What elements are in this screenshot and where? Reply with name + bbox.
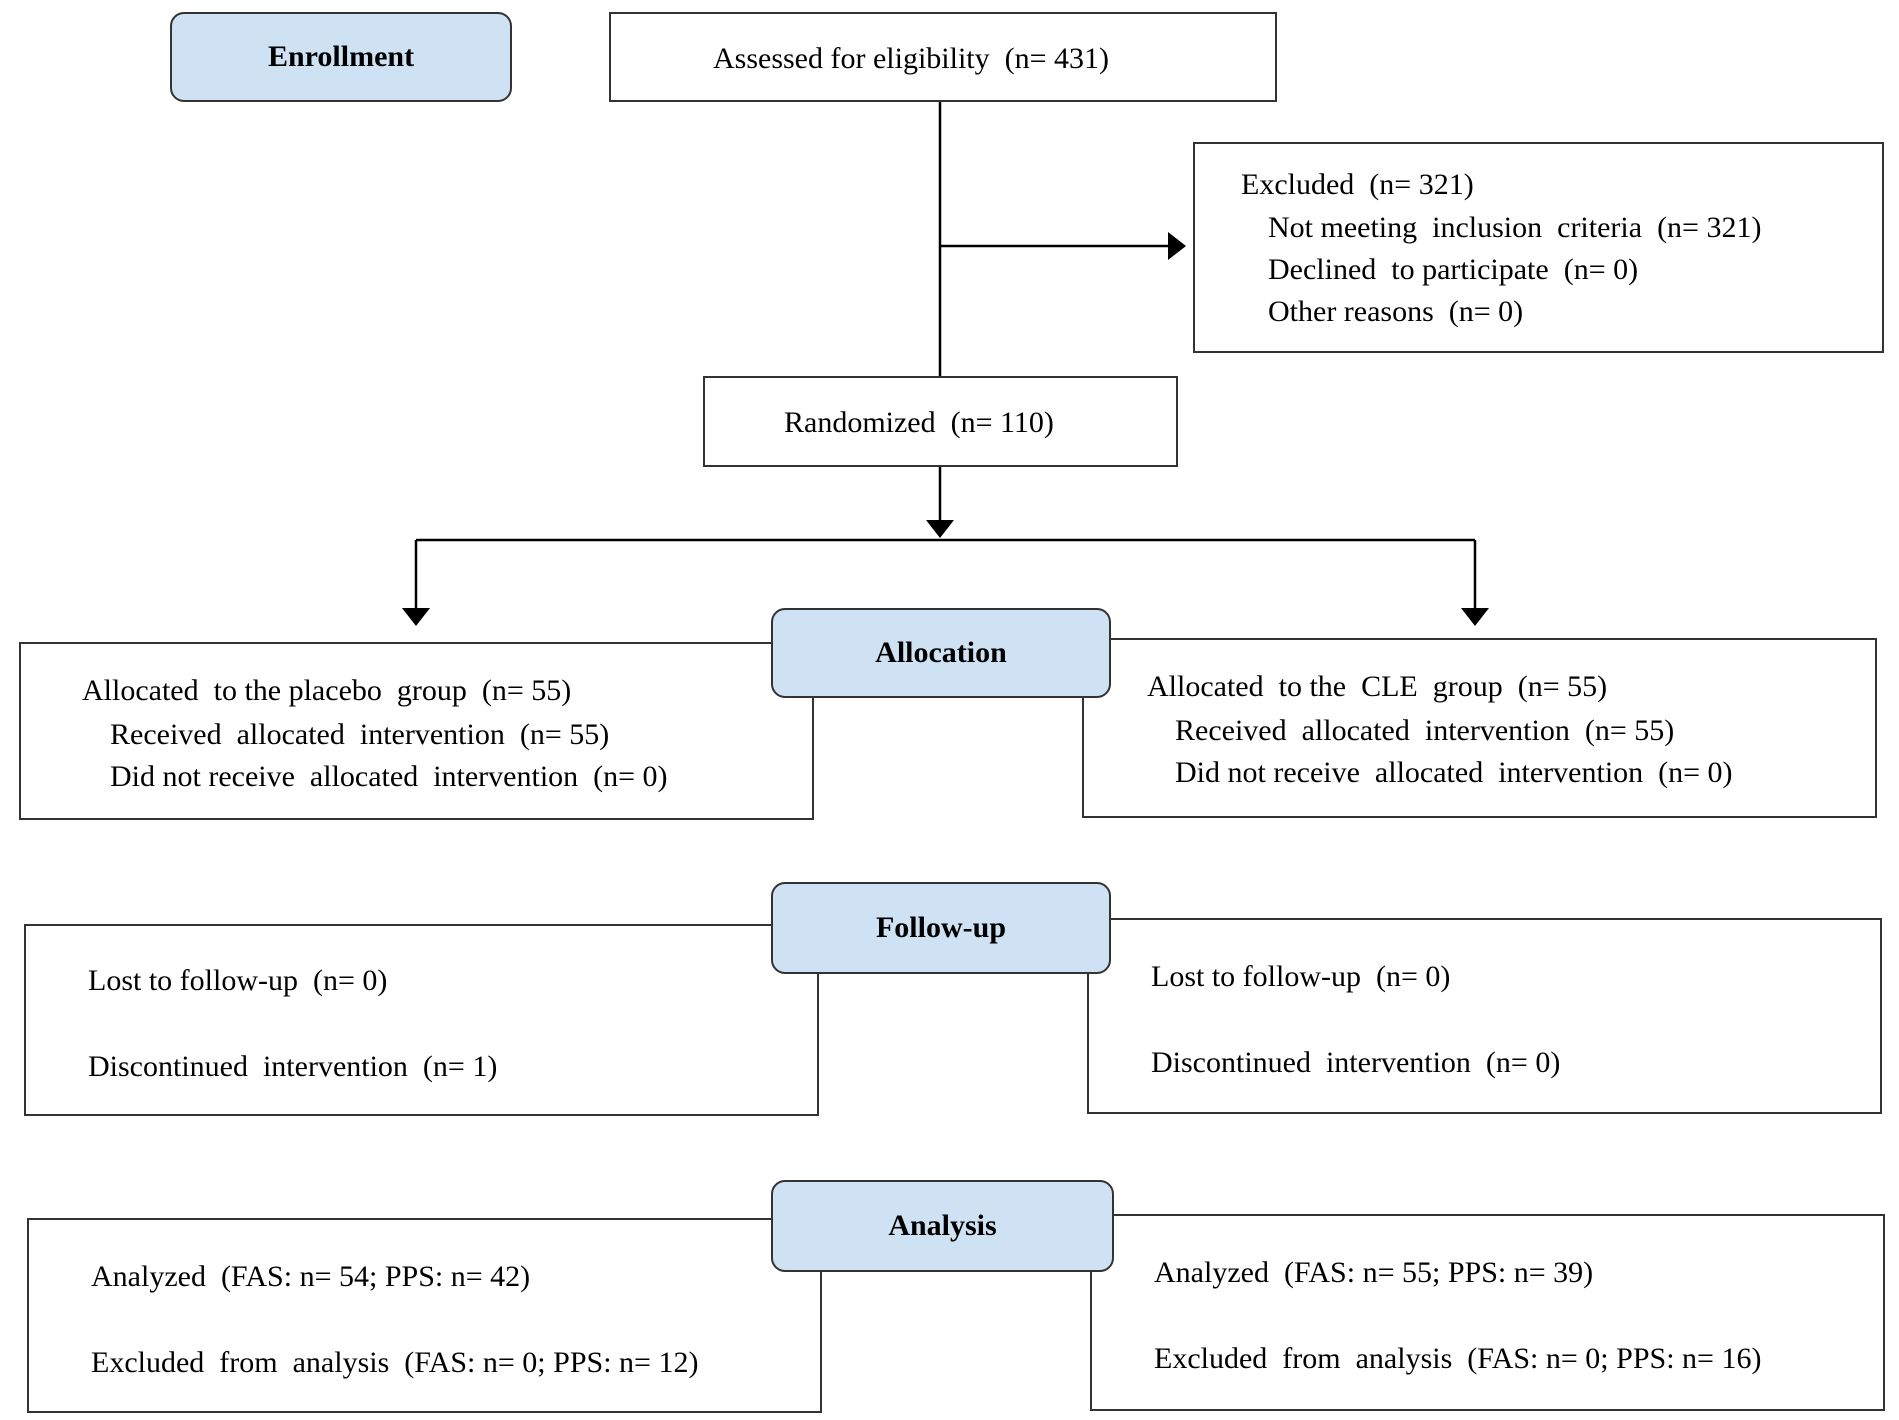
excluded-other: Other reasons (n= 0) [1268, 295, 1524, 328]
followup-right-box: Lost to follow-up (n= 0) Discontinued in… [1087, 918, 1882, 1114]
excluded-declined: Declined to participate (n= 0) [1268, 253, 1639, 286]
followup-left-discontinued: Discontinued intervention (n= 1) [88, 1050, 498, 1083]
assessed-text: Assessed for eligibility (n= 431) [713, 42, 1110, 75]
analysis-left-box: Analyzed (FAS: n= 54; PPS: n= 42) Exclud… [27, 1218, 822, 1413]
analysis-right-analyzed: Analyzed (FAS: n= 55; PPS: n= 39) [1154, 1256, 1594, 1289]
followup-left-lost: Lost to follow-up (n= 0) [88, 964, 388, 997]
allocation-right-not-received: Did not receive allocated intervention (… [1175, 756, 1733, 789]
allocation-left-title: Allocated to the placebo group (n= 55) [82, 674, 572, 707]
arrowhead-right [1461, 608, 1489, 626]
excluded-not-meeting: Not meeting inclusion criteria (n= 321) [1268, 211, 1762, 244]
arrowhead-split [926, 520, 954, 538]
excluded-title: Excluded (n= 321) [1241, 168, 1474, 201]
randomized-text: Randomized (n= 110) [784, 406, 1054, 439]
stage-allocation: Allocation [771, 608, 1111, 698]
allocation-right-received: Received allocated intervention (n= 55) [1175, 714, 1675, 747]
followup-right-discontinued: Discontinued intervention (n= 0) [1151, 1046, 1561, 1079]
analysis-left-excluded: Excluded from analysis (FAS: n= 0; PPS: … [91, 1346, 699, 1379]
followup-left-box: Lost to follow-up (n= 0) Discontinued in… [24, 924, 819, 1116]
stage-analysis: Analysis [771, 1180, 1114, 1272]
allocation-right-box: Allocated to the CLE group (n= 55) Recei… [1082, 638, 1877, 818]
stage-enrollment: Enrollment [170, 12, 512, 102]
analysis-left-analyzed: Analyzed (FAS: n= 54; PPS: n= 42) [91, 1260, 531, 1293]
analysis-right-excluded: Excluded from analysis (FAS: n= 0; PPS: … [1154, 1342, 1762, 1375]
analysis-right-box: Analyzed (FAS: n= 55; PPS: n= 39) Exclud… [1090, 1214, 1885, 1411]
stage-analysis-label: Analysis [888, 1209, 997, 1242]
arrowhead-excluded [1168, 232, 1186, 260]
followup-right-lost: Lost to follow-up (n= 0) [1151, 960, 1451, 993]
assessed-box: Assessed for eligibility (n= 431) [609, 12, 1277, 102]
stage-allocation-label: Allocation [875, 636, 1007, 669]
allocation-left-received: Received allocated intervention (n= 55) [110, 718, 610, 751]
excluded-box: Excluded (n= 321) Not meeting inclusion … [1193, 142, 1884, 353]
stage-followup: Follow-up [771, 882, 1111, 974]
stage-followup-label: Follow-up [875, 911, 1007, 944]
allocation-right-title: Allocated to the CLE group (n= 55) [1147, 670, 1608, 703]
allocation-left-box: Allocated to the placebo group (n= 55) R… [19, 642, 814, 820]
randomized-box: Randomized (n= 110) [703, 376, 1178, 467]
arrowhead-left [402, 608, 430, 626]
allocation-left-not-received: Did not receive allocated intervention (… [110, 760, 668, 793]
stage-enrollment-label: Enrollment [267, 40, 415, 73]
